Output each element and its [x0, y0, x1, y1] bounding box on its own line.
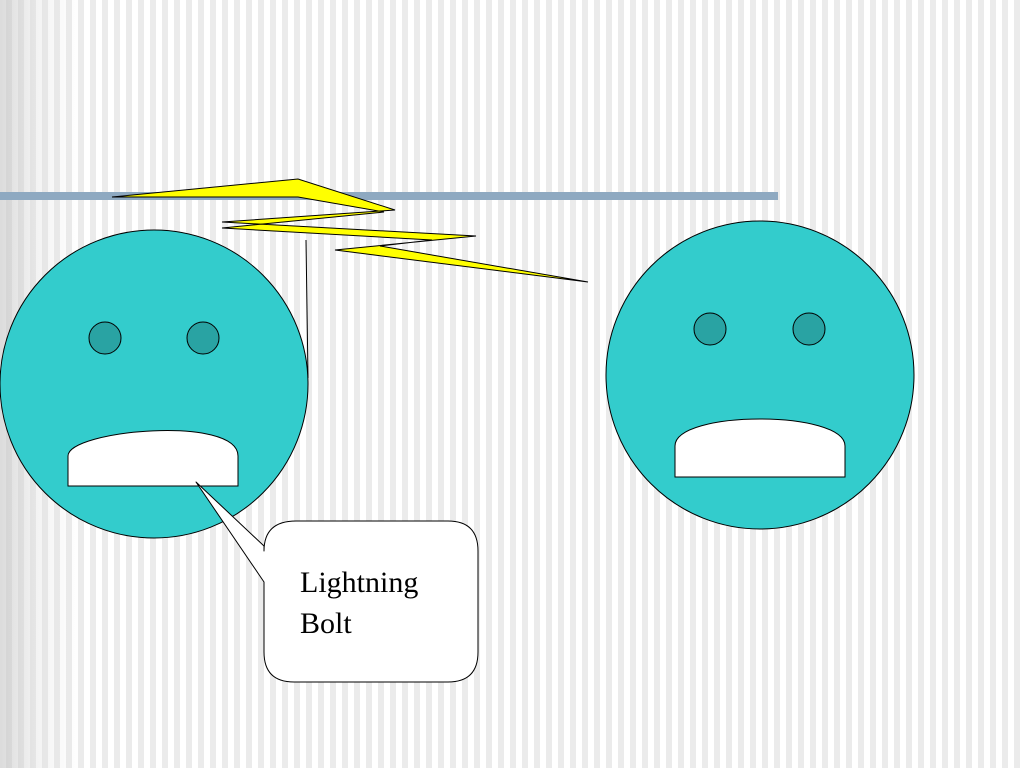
callout-label: Lightning Bolt: [300, 562, 470, 644]
left-face: [0, 229, 309, 539]
right-face-left-eye: [693, 312, 727, 346]
title-rule-line: [0, 192, 778, 200]
callout-line-2: Bolt: [300, 607, 352, 640]
left-face-left-eye: [88, 321, 122, 355]
right-face-mouth: [674, 418, 846, 478]
lightning-bolt: [111, 178, 589, 283]
right-face-head: [605, 220, 915, 530]
bolt-connector-line: [305, 239, 309, 379]
callout-bubble: [195, 481, 479, 683]
left-face-mouth: [67, 430, 239, 487]
left-face-right-eye: [186, 321, 220, 355]
left-face-head: [0, 229, 309, 539]
right-face-right-eye: [792, 312, 826, 346]
right-face: [605, 220, 915, 530]
callout-line-1: Lightning: [300, 566, 419, 599]
